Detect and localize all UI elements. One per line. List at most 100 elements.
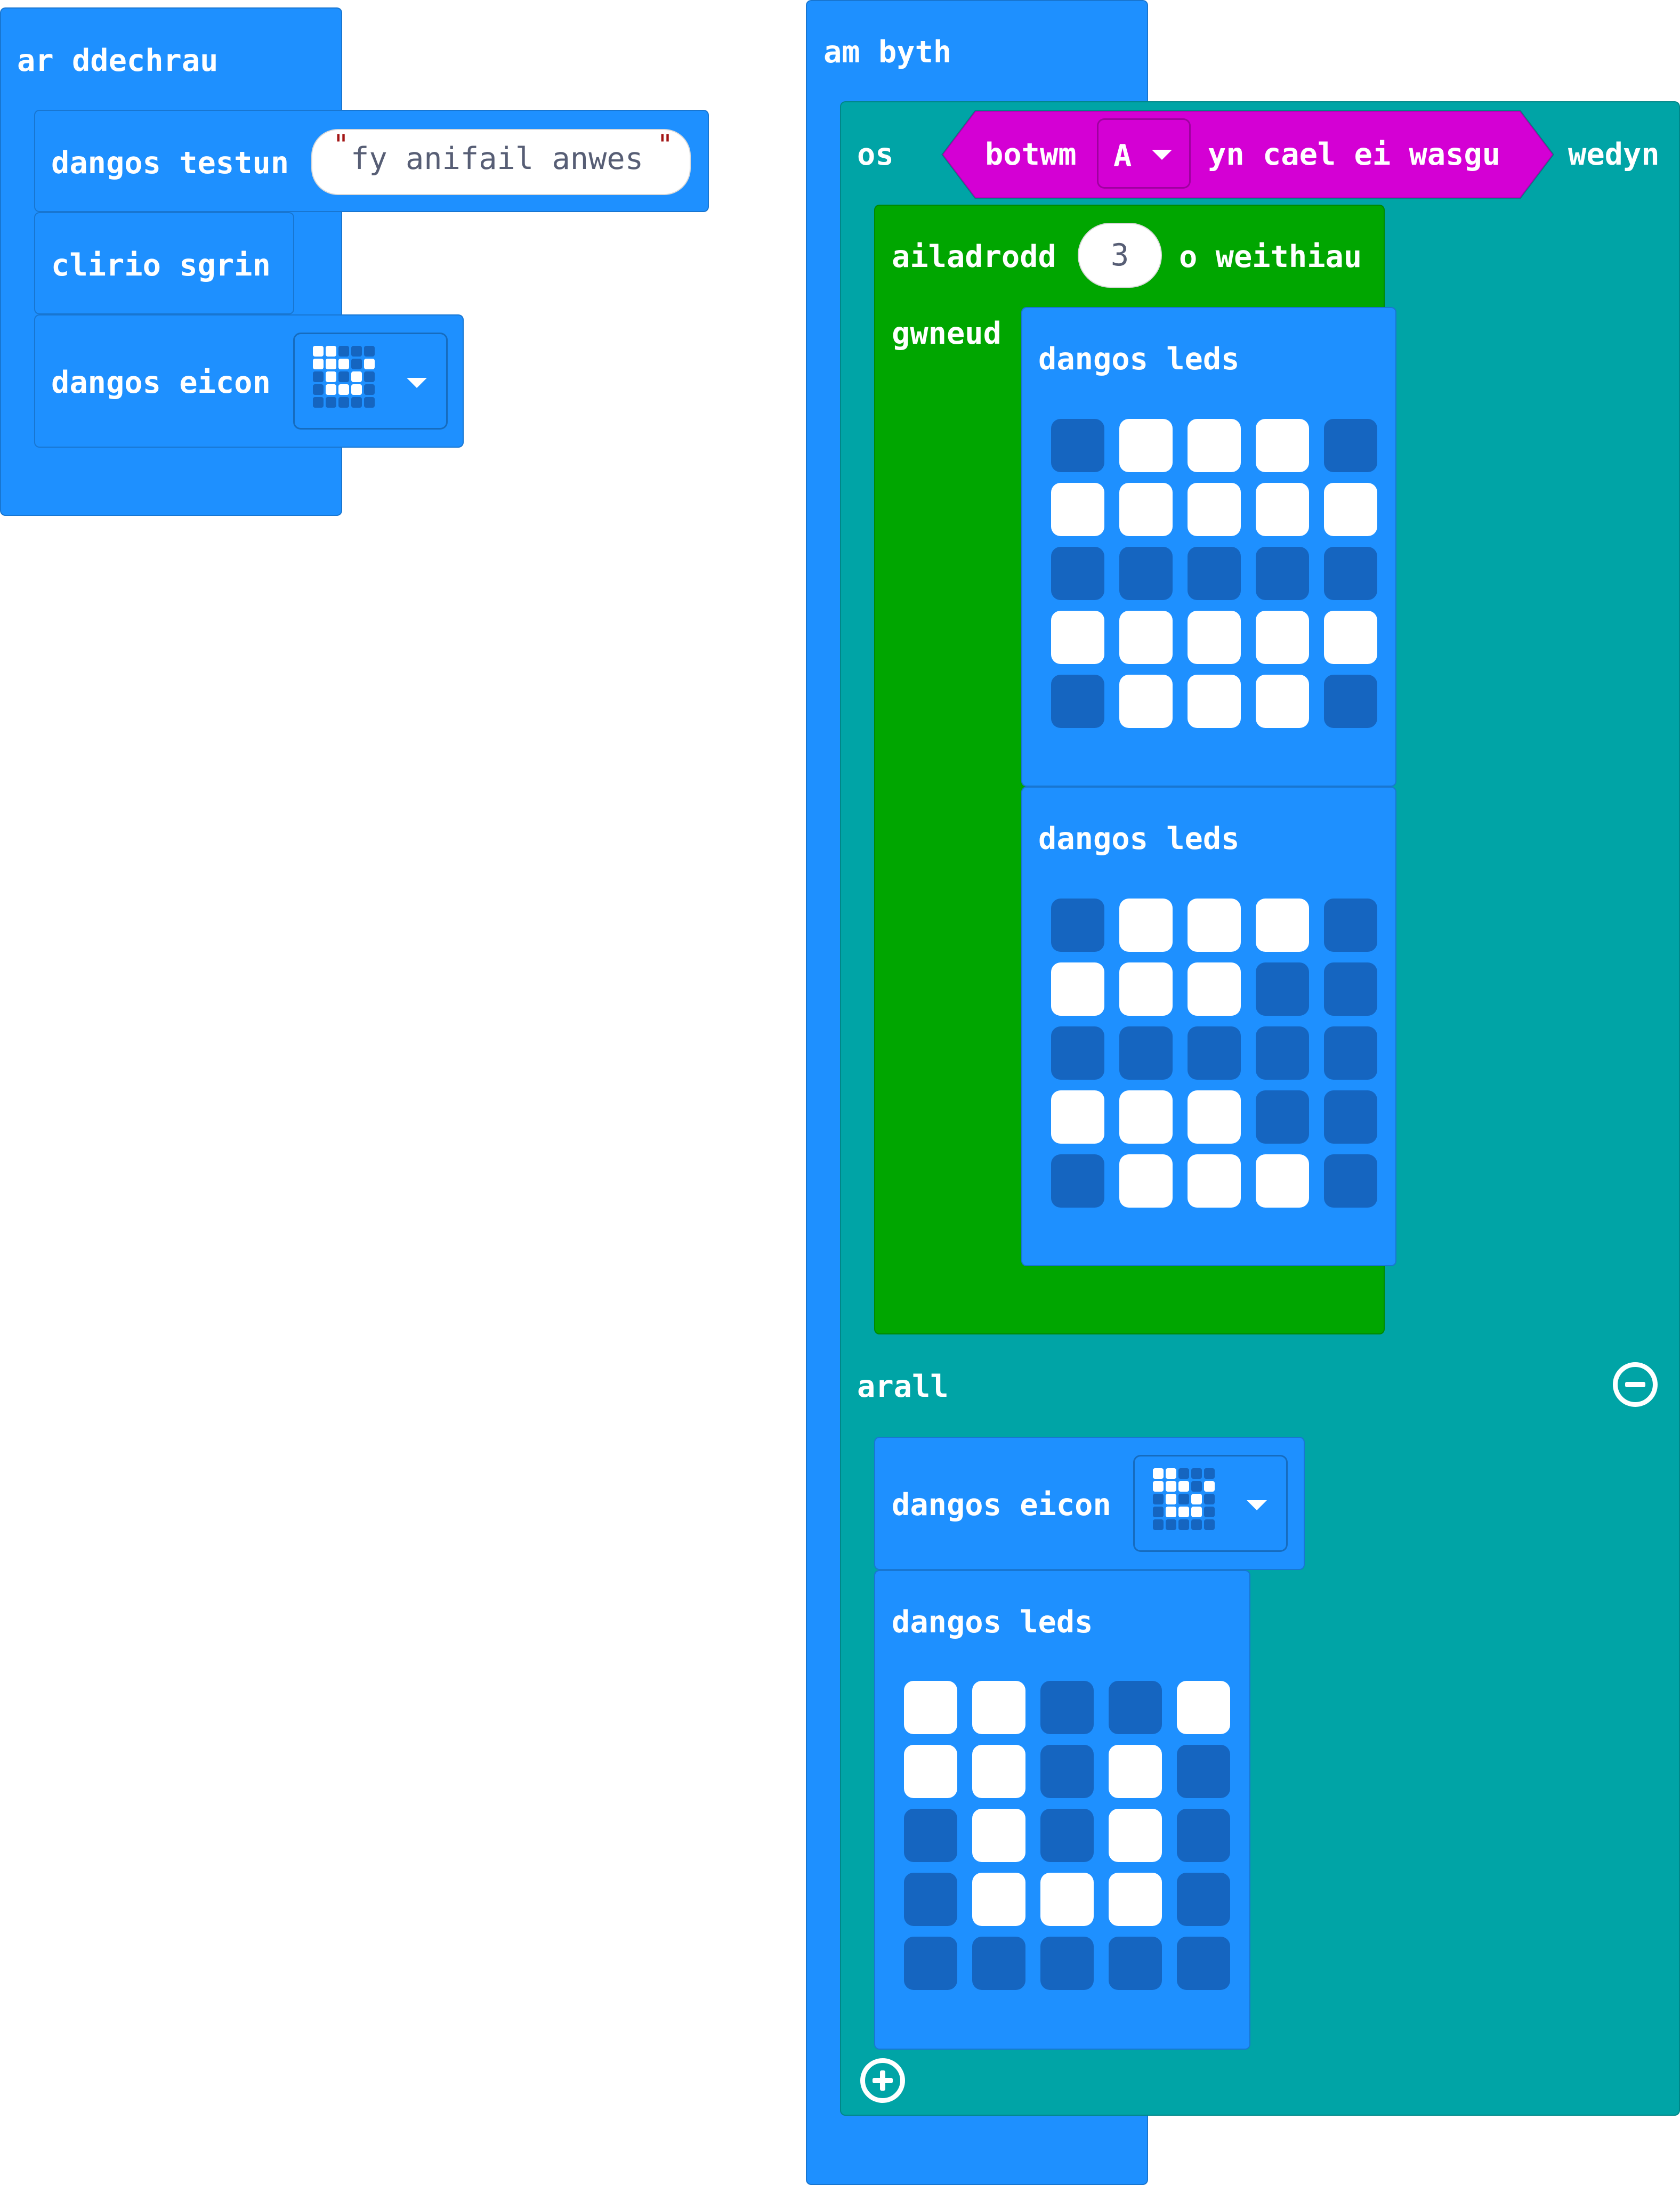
led-cell[interactable] xyxy=(1177,1681,1230,1734)
forever-label: am byth xyxy=(823,35,952,70)
led-cell[interactable] xyxy=(972,1937,1025,1990)
led-cell[interactable] xyxy=(972,1681,1025,1734)
led-cell[interactable] xyxy=(1040,1873,1094,1926)
led-cell[interactable] xyxy=(1324,1090,1377,1144)
led-cell[interactable] xyxy=(1040,1681,1094,1734)
else-icon-dropdown[interactable] xyxy=(1133,1455,1288,1552)
led-cell[interactable] xyxy=(1188,611,1241,664)
led-cell[interactable] xyxy=(972,1873,1025,1926)
led-cell[interactable] xyxy=(1177,1745,1230,1798)
led-cell[interactable] xyxy=(1119,962,1173,1016)
led-cell[interactable] xyxy=(1324,483,1377,536)
icon-pixel xyxy=(338,346,349,357)
led-cell[interactable] xyxy=(1324,899,1377,952)
led-cell[interactable] xyxy=(1188,1154,1241,1208)
led-cell[interactable] xyxy=(1119,899,1173,952)
led-cell[interactable] xyxy=(904,1681,957,1734)
led-cell[interactable] xyxy=(1188,1026,1241,1080)
led-cell[interactable] xyxy=(1051,419,1104,472)
show-string-value: fy anifail anwes xyxy=(351,141,644,176)
led-cell[interactable] xyxy=(1119,1154,1173,1208)
led-cell[interactable] xyxy=(1188,1090,1241,1144)
add-else-if-icon[interactable] xyxy=(860,2058,905,2103)
led-cell[interactable] xyxy=(1051,1026,1104,1080)
led-cell[interactable] xyxy=(972,1745,1025,1798)
icon-dropdown[interactable] xyxy=(293,333,448,430)
led-cell[interactable] xyxy=(1188,962,1241,1016)
led-cell[interactable] xyxy=(1119,547,1173,600)
led-cell[interactable] xyxy=(1040,1937,1094,1990)
remove-else-icon[interactable] xyxy=(1613,1362,1658,1407)
led-cell[interactable] xyxy=(1324,611,1377,664)
led-cell[interactable] xyxy=(1040,1809,1094,1862)
led-cell[interactable] xyxy=(1256,899,1309,952)
led-cell[interactable] xyxy=(1256,483,1309,536)
led-cell[interactable] xyxy=(1119,1026,1173,1080)
icon-pixel xyxy=(313,371,324,382)
icon-pixel xyxy=(338,397,349,408)
led-cell[interactable] xyxy=(1177,1809,1230,1862)
led-cell[interactable] xyxy=(904,1745,957,1798)
led-cell[interactable] xyxy=(1109,1745,1162,1798)
icon-pixel xyxy=(313,346,324,357)
clear-screen-block[interactable] xyxy=(34,212,294,314)
led-cell[interactable] xyxy=(1109,1937,1162,1990)
led-cell[interactable] xyxy=(1051,675,1104,728)
led-cell[interactable] xyxy=(1051,611,1104,664)
led-cell[interactable] xyxy=(1119,1090,1173,1144)
led-cell[interactable] xyxy=(1188,483,1241,536)
led-cell[interactable] xyxy=(1119,419,1173,472)
led-cell[interactable] xyxy=(1051,547,1104,600)
led-cell[interactable] xyxy=(1256,1026,1309,1080)
led-cell[interactable] xyxy=(1256,1154,1309,1208)
icon-pixel xyxy=(1204,1507,1215,1517)
led-cell[interactable] xyxy=(1256,962,1309,1016)
led-cell[interactable] xyxy=(1051,1090,1104,1144)
led-cell[interactable] xyxy=(1051,962,1104,1016)
led-cell[interactable] xyxy=(1324,1154,1377,1208)
repeat-times-label: o weithiau xyxy=(1179,239,1362,274)
led-cell[interactable] xyxy=(1188,547,1241,600)
show-string-input[interactable]: " fy anifail anwes " xyxy=(311,129,691,195)
led-cell[interactable] xyxy=(1256,611,1309,664)
led-cell[interactable] xyxy=(1324,962,1377,1016)
show-leds-label: dangos leds xyxy=(1038,342,1240,377)
icon-pixel xyxy=(351,346,362,357)
led-cell[interactable] xyxy=(904,1937,957,1990)
else-label: arall xyxy=(857,1369,949,1404)
led-cell[interactable] xyxy=(1188,899,1241,952)
button-dropdown[interactable]: A xyxy=(1097,118,1191,189)
led-cell[interactable] xyxy=(1324,547,1377,600)
led-cell[interactable] xyxy=(1256,547,1309,600)
led-cell[interactable] xyxy=(1256,419,1309,472)
led-cell[interactable] xyxy=(1109,1809,1162,1862)
repeat-times-input[interactable]: 3 xyxy=(1078,223,1162,288)
led-cell[interactable] xyxy=(1177,1873,1230,1926)
chevron-down-icon xyxy=(407,378,427,388)
led-cell[interactable] xyxy=(1177,1937,1230,1990)
led-cell[interactable] xyxy=(904,1873,957,1926)
led-cell[interactable] xyxy=(1109,1873,1162,1926)
led-cell[interactable] xyxy=(1188,675,1241,728)
led-cell[interactable] xyxy=(904,1809,957,1862)
led-cell[interactable] xyxy=(1119,675,1173,728)
icon-pixel xyxy=(351,359,362,369)
led-cell[interactable] xyxy=(1188,419,1241,472)
led-cell[interactable] xyxy=(1051,483,1104,536)
button-pressed-condition[interactable] xyxy=(941,110,1554,199)
led-cell[interactable] xyxy=(1256,675,1309,728)
led-cell[interactable] xyxy=(1256,1090,1309,1144)
open-quote: " xyxy=(333,129,350,161)
led-cell[interactable] xyxy=(1051,1154,1104,1208)
icon-pixel xyxy=(1204,1494,1215,1504)
led-cell[interactable] xyxy=(1119,611,1173,664)
led-cell[interactable] xyxy=(1040,1745,1094,1798)
led-cell[interactable] xyxy=(1109,1681,1162,1734)
on-start-label: ar ddechrau xyxy=(17,43,219,78)
led-cell[interactable] xyxy=(1324,675,1377,728)
led-cell[interactable] xyxy=(1324,419,1377,472)
led-cell[interactable] xyxy=(1119,483,1173,536)
led-cell[interactable] xyxy=(1051,899,1104,952)
led-cell[interactable] xyxy=(972,1809,1025,1862)
led-cell[interactable] xyxy=(1324,1026,1377,1080)
